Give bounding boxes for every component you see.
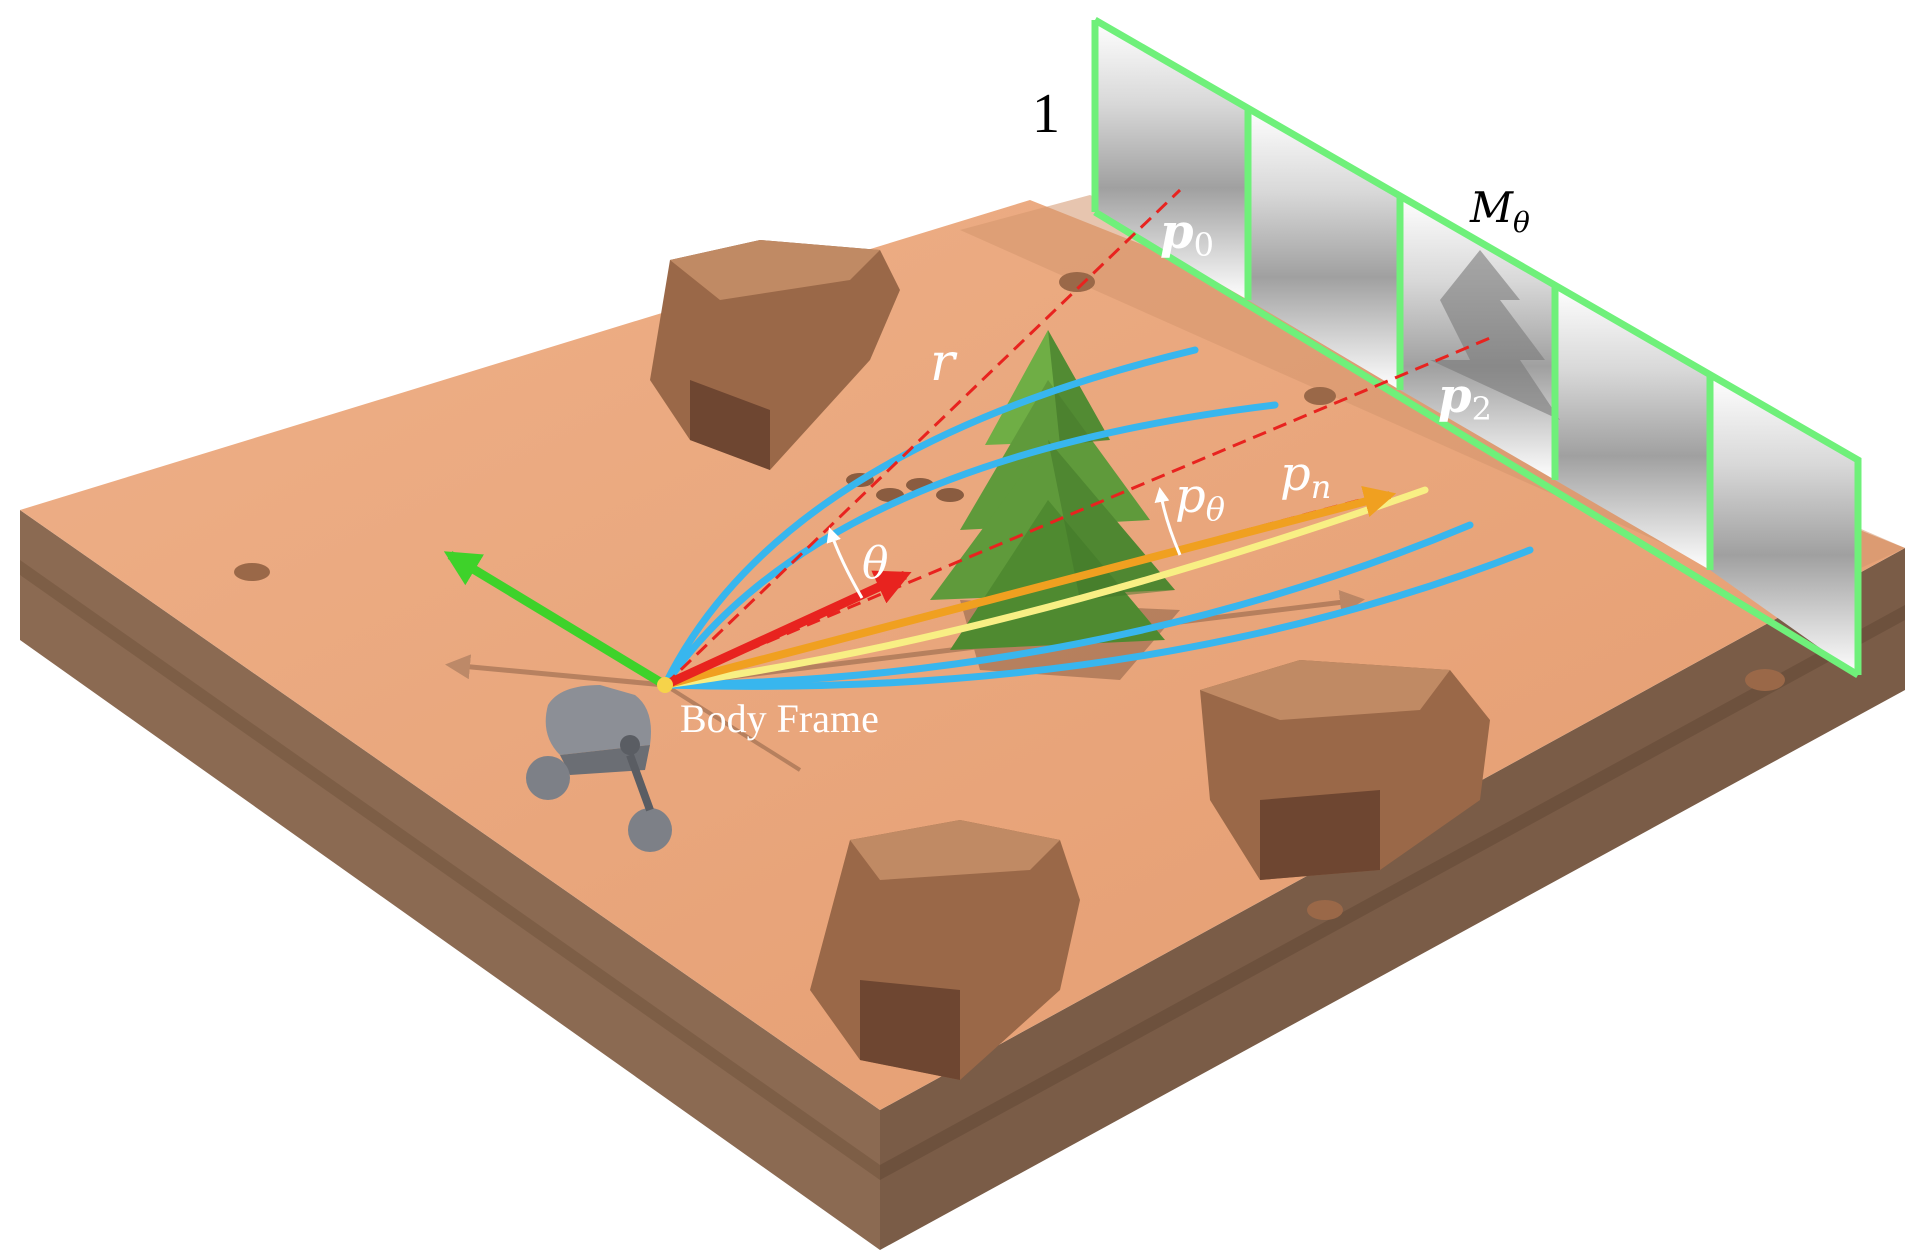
rays bbox=[443, 188, 1491, 690]
ptheta-arc bbox=[1154, 487, 1182, 556]
p2-label: p2 bbox=[1438, 368, 1492, 428]
angle-theta-label: θ bbox=[862, 538, 889, 589]
theta-arc bbox=[826, 527, 864, 599]
legged-robot-icon bbox=[526, 685, 672, 852]
rock-formation-icon bbox=[650, 240, 900, 470]
scale-one-label: 1 bbox=[1032, 83, 1060, 145]
ground-side-front bbox=[20, 510, 880, 1250]
p0-label: p0 bbox=[1160, 204, 1214, 264]
ptheta-label: pθ bbox=[1175, 468, 1225, 528]
map-symbol-label: Mθ bbox=[1469, 183, 1530, 239]
axis-arrow-y bbox=[443, 551, 668, 689]
goal-arrow-pn bbox=[663, 486, 1397, 689]
range-r-label: r bbox=[930, 333, 958, 393]
elevation-map-panels bbox=[1091, 16, 1862, 678]
pine-tree-icon bbox=[930, 330, 1175, 650]
heading-arrow bbox=[663, 570, 912, 690]
rock-formation-icon bbox=[810, 820, 1080, 1080]
pn-label: pn bbox=[1280, 446, 1331, 506]
selected-trajectory bbox=[661, 486, 1429, 689]
tree-silhouette-on-map bbox=[1430, 250, 1560, 420]
rock-formation-icon bbox=[1200, 660, 1490, 880]
ground-strata-right bbox=[880, 605, 1905, 1180]
body-frame-origin bbox=[657, 677, 673, 693]
body-frame-label: Body Frame bbox=[680, 696, 879, 741]
ray-p0 bbox=[663, 188, 1182, 687]
ground-strata-front bbox=[20, 560, 880, 1180]
candidate-trajectories bbox=[661, 346, 1534, 690]
ray-p2 bbox=[664, 336, 1491, 687]
